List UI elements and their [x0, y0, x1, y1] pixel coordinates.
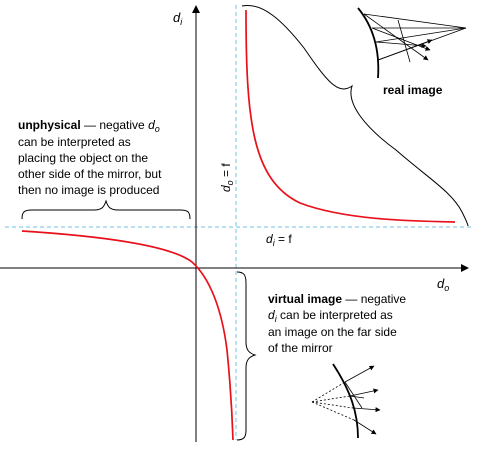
unphysical-line-3: placing the object on the — [18, 151, 148, 165]
real-image-branch — [245, 9, 456, 223]
unphysical-line-5: then no image is produced — [18, 183, 159, 197]
real-image-label: real image — [383, 83, 443, 97]
virtual-image-annotation: virtual image — negative di can be inter… — [268, 292, 406, 355]
y-axis-label: di — [173, 10, 183, 27]
lower-branch — [21, 230, 234, 441]
unphysical-line-1: unphysical — negative do — [18, 118, 160, 134]
unphysical-annotation: unphysical — negative do can be interpre… — [18, 118, 162, 197]
horizontal-asymptote-label: di = f — [266, 232, 292, 248]
virtual-line-2: di can be interpreted as — [268, 308, 393, 324]
x-axis-label: do — [437, 276, 449, 293]
vertical-asymptote-label: do = f — [219, 163, 235, 192]
unphysical-brace — [21, 199, 191, 220]
unphysical-line-2: can be interpreted as — [18, 135, 131, 149]
unphysical-line-4: other side of the mirror, but — [18, 167, 162, 181]
real-image-ray-sketch — [357, 7, 467, 79]
virtual-line-3: an image on the far side — [268, 325, 397, 339]
virtual-line-1: virtual image — negative — [268, 292, 406, 306]
virtual-image-brace — [236, 271, 257, 441]
virtual-line-4: of the mirror — [268, 341, 333, 355]
virtual-image-ray-sketch — [311, 363, 381, 439]
real-image-brace — [241, 4, 469, 227]
